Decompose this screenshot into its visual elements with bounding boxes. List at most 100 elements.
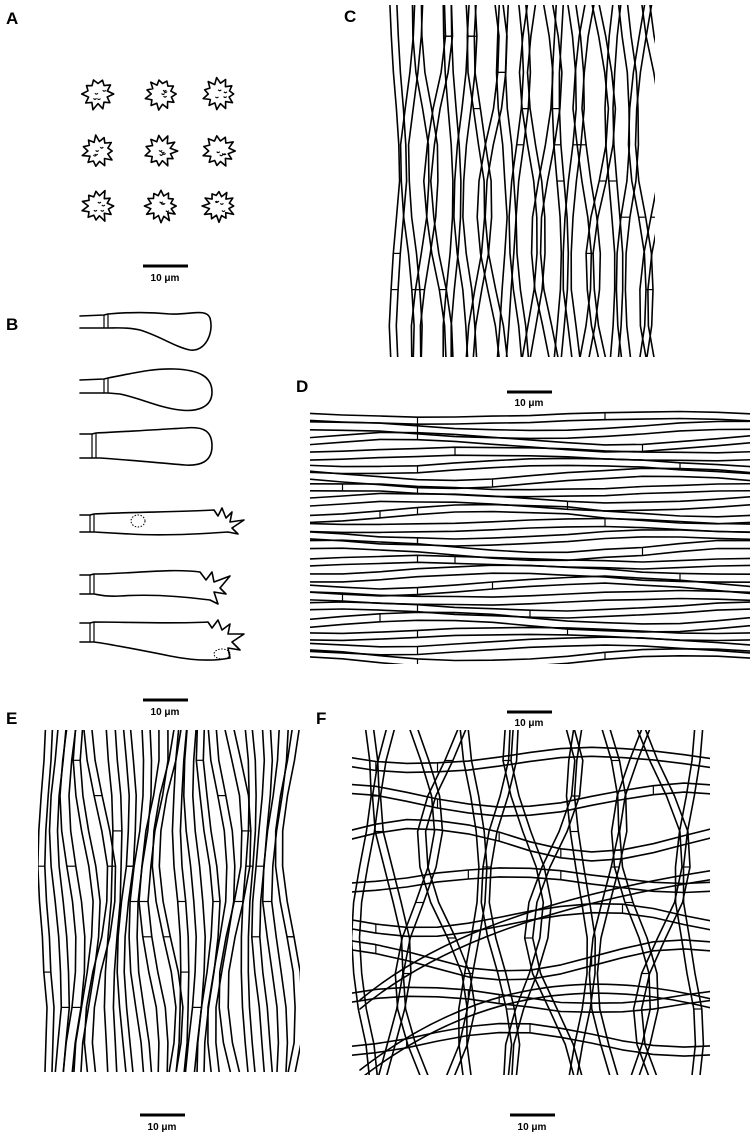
- hypha: [476, 5, 508, 357]
- hypha: [72, 730, 101, 1072]
- hypha: [116, 730, 137, 1072]
- panel-d-hyphae: [310, 410, 750, 664]
- basidiole: [79, 368, 213, 412]
- basidiospore: [201, 190, 235, 224]
- hypha: [604, 5, 624, 357]
- hypha: [310, 648, 750, 664]
- hypha: [310, 503, 750, 525]
- hypha: [310, 431, 750, 453]
- panel-b-basidia: [79, 311, 245, 661]
- scale-bar-a-label: 10 μm: [151, 273, 180, 284]
- panel-label-c: C: [344, 7, 356, 26]
- basidiospore: [202, 135, 236, 167]
- scale-bar-e-label: 10 μm: [148, 1122, 177, 1133]
- hypha: [310, 420, 750, 440]
- hypha: [562, 5, 585, 357]
- hypha: [388, 5, 408, 357]
- panel-a-basidiospores: [80, 76, 236, 224]
- panel-label-b: B: [6, 315, 18, 334]
- hypha: [352, 986, 710, 1013]
- hypha: [274, 730, 300, 1072]
- hypha: [103, 730, 123, 1072]
- hypha: [627, 5, 654, 357]
- hypha: [251, 730, 274, 1072]
- basidium: [79, 619, 245, 661]
- hypha: [310, 575, 750, 597]
- hypha: [551, 5, 570, 357]
- hypha: [588, 730, 628, 1075]
- hypha: [610, 730, 659, 1075]
- hypha: [615, 5, 640, 357]
- hypha: [399, 5, 424, 357]
- hypha: [171, 730, 190, 1072]
- scale-bar-d-label: 10 μm: [515, 718, 544, 729]
- hypha: [416, 730, 477, 1075]
- scale-bar-d: 10 μm: [507, 710, 552, 729]
- basidium: [79, 507, 245, 536]
- hypha: [310, 626, 750, 642]
- panel-f-hyphae: [352, 730, 710, 1075]
- scale-bar-e: 10 μm: [140, 1113, 185, 1133]
- basidiospore: [202, 76, 235, 111]
- basidiospore: [81, 189, 115, 222]
- hypha: [310, 554, 750, 570]
- scale-bar-c: 10 μm: [507, 390, 552, 409]
- panel-label-d: D: [296, 377, 308, 396]
- hypha: [410, 5, 439, 357]
- hypha: [394, 730, 444, 1075]
- scale-bar-b-label: 10 μm: [151, 707, 180, 718]
- panel-label-f: F: [316, 709, 326, 728]
- hypha: [465, 5, 493, 357]
- scale-bar-b: 10 μm: [143, 698, 188, 718]
- hypha: [523, 730, 584, 1075]
- panel-e-hyphae: [38, 730, 300, 1072]
- hypha: [218, 730, 252, 1072]
- hypha: [352, 782, 710, 817]
- hypha: [352, 902, 710, 938]
- scale-bar-c-label: 10 μm: [515, 398, 544, 409]
- hypha: [453, 5, 478, 357]
- hypha: [310, 482, 750, 498]
- hypha: [138, 730, 169, 1072]
- basidiole: [79, 426, 213, 466]
- hypha: [310, 492, 750, 512]
- hypha: [310, 446, 750, 462]
- hypha: [480, 730, 521, 1075]
- hypha: [352, 818, 710, 862]
- hypha: [518, 5, 546, 357]
- hypha: [674, 730, 705, 1075]
- hypha: [632, 730, 691, 1075]
- hypha: [352, 939, 710, 981]
- scale-bar-a: 10 μm: [143, 264, 188, 284]
- basidiospore: [81, 134, 113, 167]
- hypha: [502, 730, 553, 1075]
- panel-c-hyphae: [388, 5, 655, 357]
- hypha: [352, 1022, 710, 1057]
- hypha: [38, 730, 55, 1072]
- hypha: [240, 730, 257, 1072]
- basidiospore: [144, 134, 179, 167]
- basidiole: [79, 311, 212, 351]
- hypha: [585, 5, 617, 357]
- basidium: [79, 569, 231, 605]
- hypha: [442, 5, 462, 357]
- hypha: [151, 730, 184, 1072]
- hypha: [639, 5, 655, 357]
- hypha: [359, 869, 710, 1075]
- hypha: [352, 746, 710, 774]
- hypha: [495, 5, 517, 357]
- scale-bar-f-label: 10 μm: [518, 1122, 547, 1133]
- hypha: [48, 730, 71, 1072]
- panel-label-a: A: [6, 9, 18, 28]
- scale-bar-f: 10 μm: [510, 1113, 555, 1133]
- hypha: [310, 539, 750, 562]
- basidiospore: [80, 79, 115, 111]
- basidiospore: [144, 79, 177, 111]
- hypha: [352, 867, 710, 894]
- hypha: [310, 611, 750, 633]
- panel-label-e: E: [6, 709, 17, 728]
- hypha: [565, 730, 596, 1075]
- hypha: [508, 5, 532, 357]
- hypha: [128, 730, 153, 1072]
- basidiospore: [143, 189, 177, 224]
